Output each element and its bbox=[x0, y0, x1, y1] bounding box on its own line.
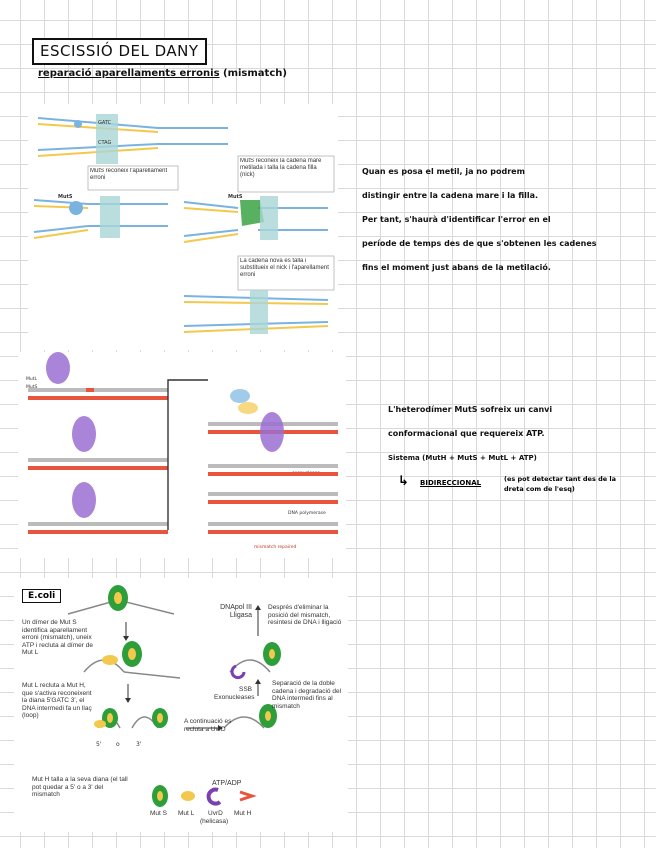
ecoli-step-1 bbox=[67, 585, 175, 615]
note2-line-1: L'heterodímer MutS sofreix un canvi bbox=[388, 405, 553, 414]
muts-label-left: MutS bbox=[58, 194, 73, 200]
figure-mismatch-recognition: GATC CTAG MutS reconeix l'aparellament e… bbox=[28, 104, 338, 350]
fig2-repaired: mismatch repaired bbox=[254, 544, 297, 550]
ecoli-legend-muts: Mut S bbox=[150, 810, 167, 817]
ecoli-arrows bbox=[123, 605, 261, 731]
page-subtitle: reparació aparellaments erronis (mismatc… bbox=[38, 68, 287, 79]
seq-b-top: CTAG bbox=[98, 140, 111, 146]
figure-ecoli bbox=[14, 578, 348, 832]
fig2-right: exonuclease DNA polymerase mismatch repa… bbox=[208, 389, 338, 550]
fig2-muts-left: MutS bbox=[26, 384, 37, 390]
ecoli-label: E.coli bbox=[22, 589, 62, 603]
subtitle-underlined: reparació aparellaments erronis bbox=[38, 68, 220, 79]
ecoli-legend-mutl: Mut L bbox=[178, 810, 195, 817]
dna-top: GATC CTAG bbox=[37, 114, 228, 164]
ecoli-legend-uvrd: UvrD bbox=[208, 810, 223, 817]
bidir-arrow-icon: ↳ bbox=[398, 474, 409, 489]
figure-muts-mutl: MutL MutS exonuclease DN bbox=[18, 352, 346, 558]
bidir-label: BIDIRECCIONAL bbox=[420, 479, 482, 487]
ecoli-atp: ATP/ADP bbox=[212, 780, 242, 787]
ecoli-step-2 bbox=[83, 641, 181, 679]
dna-left-mid: MutS bbox=[33, 194, 168, 239]
ecoli-text-8: Després d'eliminar la posició del mismat… bbox=[268, 604, 342, 626]
note1-line-4: període de temps des de que s'obtenen le… bbox=[362, 239, 597, 248]
page-title: ESCISSIÓ DEL DANY bbox=[32, 38, 207, 65]
ecoli-three: 3' bbox=[136, 741, 142, 748]
ecoli-five: 5' bbox=[96, 741, 102, 748]
fig2-left: MutL MutS bbox=[26, 352, 168, 534]
bidir-note: (es pot detectar tant des de la dreta co… bbox=[504, 475, 617, 493]
ecoli-text-7: DNApol III Lligasa bbox=[220, 604, 252, 619]
ecoli-text-5: SSB Exonucleases bbox=[214, 686, 255, 701]
bidirectional-row: ↳ BIDIRECCIONAL bbox=[398, 470, 650, 489]
seq-a-top: GATC bbox=[98, 120, 112, 126]
ecoli-svg: 5' o 3' bbox=[67, 585, 281, 807]
muts-label-right: MutS bbox=[228, 194, 243, 200]
note1-line-1: Quan es posa el metil, ja no podrem bbox=[362, 167, 525, 176]
ecoli-o: o bbox=[116, 741, 120, 748]
ecoli-text-1: Un dímer de Mut S identifica aparellamen… bbox=[22, 619, 93, 656]
note2-line-3: Sistema (MutH + MutS + MutL + ATP) bbox=[388, 454, 537, 462]
ecoli-legend-muth: Mut H bbox=[234, 810, 252, 817]
fig2-mutl-left: MutL bbox=[26, 376, 37, 382]
ecoli-step-3: 5' o 3' bbox=[94, 708, 168, 748]
dna-right-mid: MutS bbox=[183, 194, 328, 243]
ecoli-legend-icons bbox=[152, 785, 257, 807]
ecoli-step-right bbox=[223, 642, 281, 729]
figure1-svg: GATC CTAG MutS reconeix l'aparellament e… bbox=[33, 114, 335, 334]
note1-line-3: Per tant, s'haurà d'identificar l'error … bbox=[362, 215, 551, 224]
note-heterodimer: L'heterodímer MutS sofreix un canvi conf… bbox=[388, 398, 650, 470]
note1-line-2: distingir entre la cadena mare i la fill… bbox=[362, 191, 539, 200]
caption-1: MutS reconeix l'aparellament erroni bbox=[90, 168, 168, 181]
figure2-svg: MutL MutS exonuclease DN bbox=[26, 352, 338, 550]
note-methylation: Quan es posa el metil, ja no podrem dist… bbox=[362, 160, 652, 280]
ecoli-text-2: Mut L recluta a Mut H, que s'activa reco… bbox=[22, 682, 92, 719]
ecoli-helicase: (helicasa) bbox=[200, 818, 229, 825]
ecoli-text-4: A continuació es recluta a UvrD bbox=[184, 718, 232, 733]
ecoli-text-6: Separació de la doble cadena i degradaci… bbox=[272, 680, 342, 710]
note2-line-2: conformacional que requereix ATP. bbox=[388, 429, 545, 438]
note1-line-5: fins el moment just abans de la metilaci… bbox=[362, 263, 551, 272]
caption-3: La cadena nova es talla i substitueix el… bbox=[240, 258, 329, 278]
ecoli-text-3: Mut H talla a la seva diana (el tall pot… bbox=[32, 776, 128, 798]
fig2-polymerase: DNA polymerase bbox=[288, 510, 326, 516]
caption-2: MutS reconeix la cadena mare metilada i … bbox=[240, 158, 322, 178]
dna-bottom bbox=[183, 290, 329, 334]
subtitle-rest: (mismatch) bbox=[219, 68, 287, 79]
